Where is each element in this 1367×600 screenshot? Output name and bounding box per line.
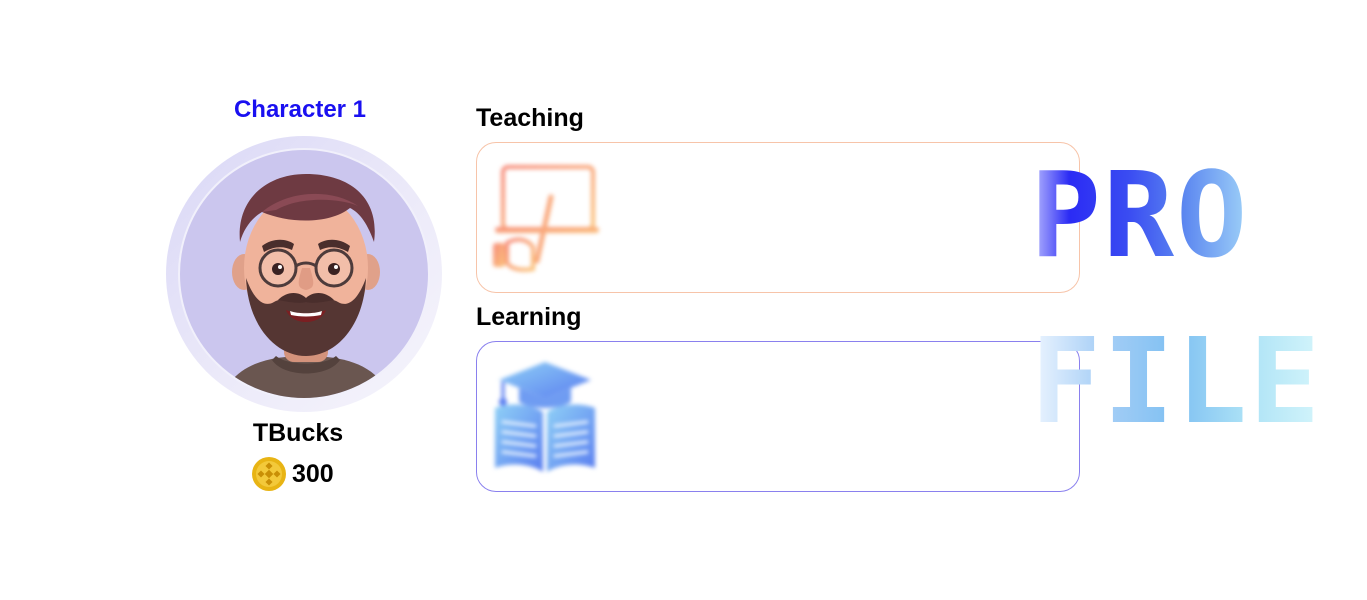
avatar-ring	[166, 136, 442, 412]
binance-coin-icon	[252, 457, 286, 491]
wordmark-file: FILE	[1030, 312, 1323, 450]
teaching-card[interactable]	[476, 142, 1080, 293]
wordmark-pro: PRO	[1030, 146, 1250, 284]
learning-card[interactable]	[476, 341, 1080, 492]
learning-label: Learning	[476, 303, 582, 331]
teaching-board-icon	[493, 165, 599, 272]
currency-balance: 300	[251, 456, 334, 492]
currency-label: TBucks	[252, 419, 344, 447]
character-title: Character 1	[233, 96, 367, 123]
open-book-graduation-cap-icon	[495, 362, 595, 472]
avatar-illustration	[221, 174, 391, 398]
teaching-label: Teaching	[476, 104, 584, 132]
currency-amount: 300	[292, 459, 334, 488]
avatar[interactable]	[178, 148, 430, 400]
